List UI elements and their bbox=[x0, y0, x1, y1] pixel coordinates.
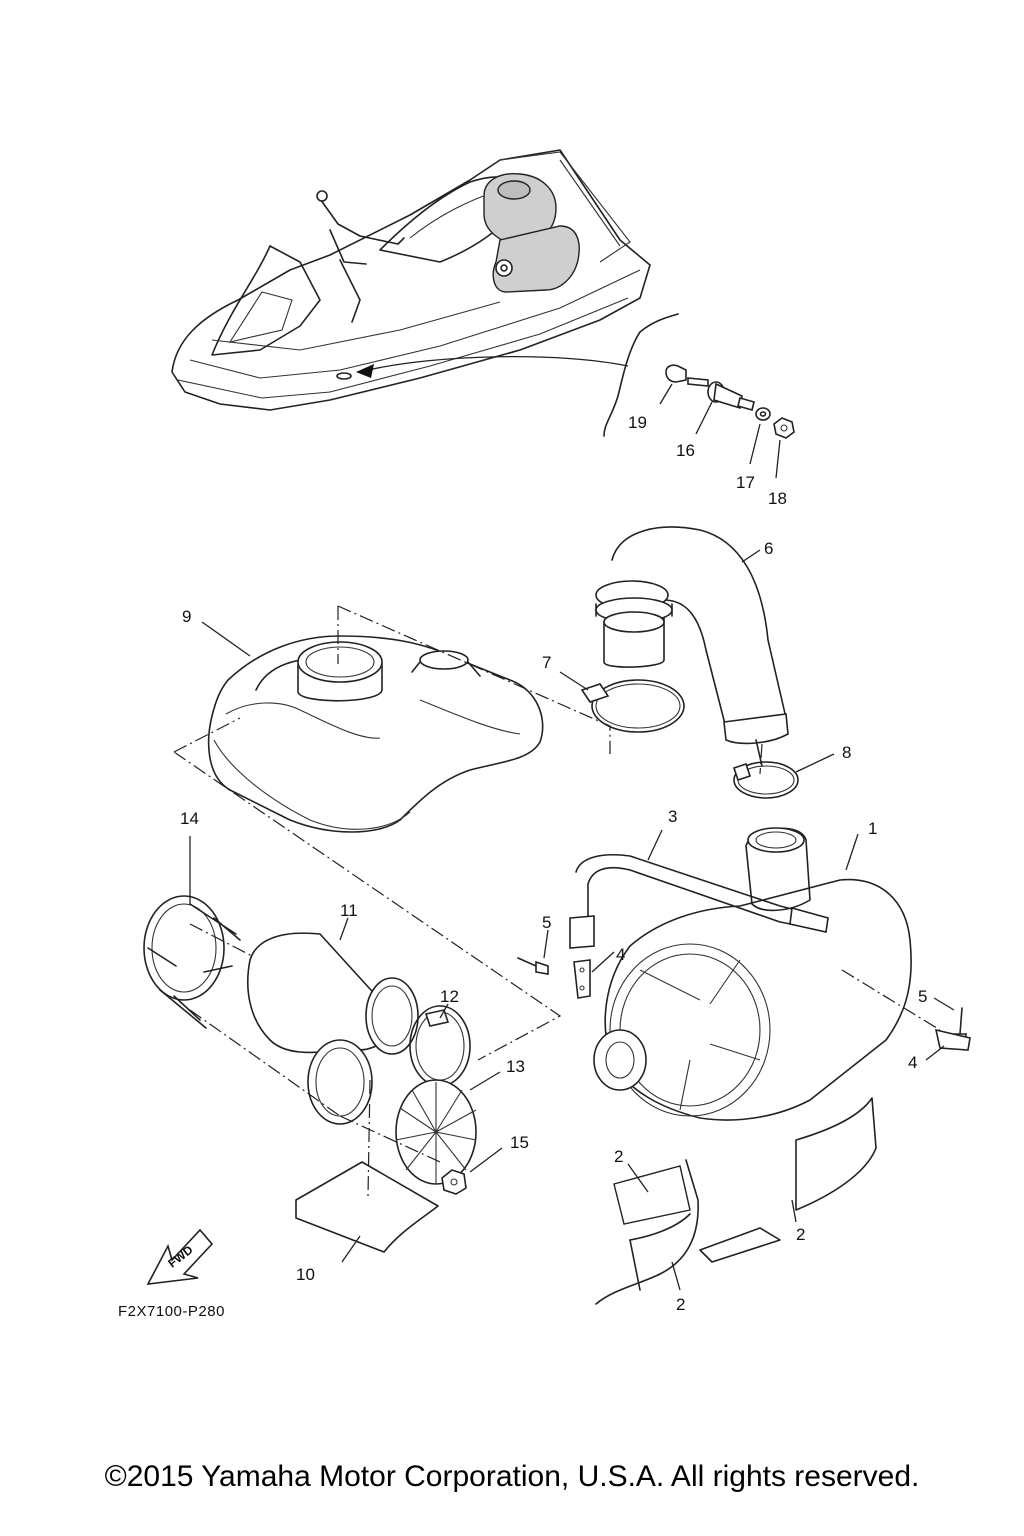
callout-9: 9 bbox=[182, 607, 191, 626]
diagram-code: F2X7100-P280 bbox=[118, 1303, 225, 1320]
callout-1: 1 bbox=[868, 819, 877, 838]
fwd-arrow-icon: FWD bbox=[146, 1228, 214, 1285]
part-9-water-box bbox=[201, 621, 544, 833]
callout-2a: 2 bbox=[614, 1147, 623, 1166]
part-6-exhaust-elbow bbox=[595, 526, 789, 745]
copyright-notice: ©2015 Yamaha Motor Corporation, U.S.A. A… bbox=[104, 1460, 920, 1493]
part-15-nut bbox=[441, 1147, 503, 1195]
callout-16: 16 bbox=[676, 441, 695, 460]
callout-12: 12 bbox=[440, 987, 459, 1006]
assembly-lines bbox=[173, 605, 941, 1197]
inset-drain-parts bbox=[659, 364, 795, 479]
callout-11: 11 bbox=[340, 901, 358, 920]
callout-10: 10 bbox=[296, 1265, 315, 1284]
callout-2c: 2 bbox=[676, 1295, 685, 1314]
callout-19: 19 bbox=[628, 413, 647, 432]
callout-18: 18 bbox=[768, 489, 787, 508]
diagram-canvas: FWD 1 2 2 2 3 4 4 5 5 6 7 8 9 10 11 12 1… bbox=[118, 149, 971, 1320]
part-13-plate bbox=[395, 1071, 501, 1185]
callout-5b: 5 bbox=[918, 987, 927, 1006]
part-2-pads bbox=[595, 1097, 877, 1305]
part-14-stud-ring bbox=[143, 836, 241, 1029]
callout-13: 13 bbox=[506, 1057, 525, 1076]
inset-bracket bbox=[603, 313, 679, 437]
part-3-strap bbox=[569, 829, 829, 949]
callout-6: 6 bbox=[764, 539, 773, 558]
callout-15: 15 bbox=[510, 1133, 529, 1152]
callout-4b: 4 bbox=[908, 1053, 917, 1072]
part-7-clamp bbox=[559, 671, 685, 733]
watercraft-overview bbox=[171, 149, 651, 411]
callout-2b: 2 bbox=[796, 1225, 805, 1244]
part-1-muffler bbox=[593, 827, 912, 1121]
part-12-clamp bbox=[409, 1003, 471, 1087]
callout-3: 3 bbox=[668, 807, 677, 826]
callout-4a: 4 bbox=[616, 945, 625, 964]
parts-4-5-brackets bbox=[517, 929, 971, 1061]
part-8-clamp bbox=[732, 739, 835, 799]
callout-8: 8 bbox=[842, 743, 851, 762]
pointer-arrow bbox=[367, 356, 629, 371]
callout-17: 17 bbox=[736, 473, 755, 492]
part-10-pad bbox=[295, 1161, 439, 1263]
callout-14: 14 bbox=[180, 809, 199, 828]
callout-5a: 5 bbox=[542, 913, 551, 932]
part-11-duct bbox=[247, 917, 419, 1125]
callout-numbers: 1 2 2 2 3 4 4 5 5 6 7 8 9 10 11 12 13 14… bbox=[180, 413, 927, 1314]
callout-7: 7 bbox=[542, 653, 551, 672]
highlighted-exhaust-assembly bbox=[483, 173, 580, 293]
